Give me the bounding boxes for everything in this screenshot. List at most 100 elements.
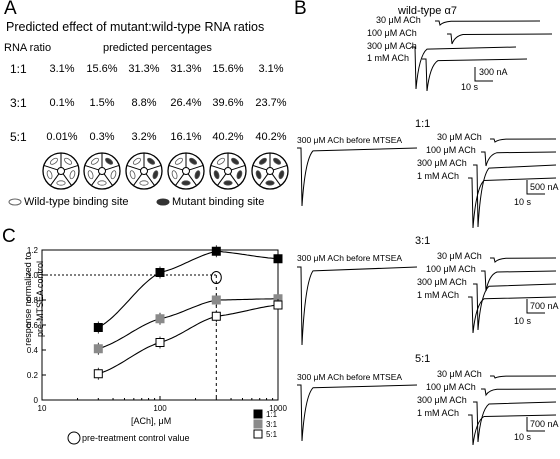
group-51-label-1000: 1 mM ACh bbox=[417, 408, 460, 418]
group-31-label-100: 100 μM ACh bbox=[426, 264, 476, 274]
percentage-cell: 31.3% bbox=[128, 63, 160, 75]
subunit-boundary bbox=[189, 164, 204, 171]
subunit-boundary bbox=[259, 173, 269, 186]
group-11-before-label: 300 μM ACh before MTSEA bbox=[297, 135, 403, 145]
mutant-binding-site bbox=[147, 157, 156, 165]
y-tick-label: 0 bbox=[34, 396, 39, 405]
data-point bbox=[155, 268, 165, 277]
subunit-boundary bbox=[187, 173, 197, 186]
y-tick-label: 0.2 bbox=[27, 371, 39, 380]
before-mtsea-trace bbox=[297, 384, 418, 442]
legend-mutant-symbol bbox=[156, 198, 170, 206]
wt-trace-1000 bbox=[422, 58, 528, 92]
rna-ratio-header: RNA ratio bbox=[4, 42, 52, 54]
fit-curve-51 bbox=[98, 304, 278, 375]
group-31-scale-time: 10 s bbox=[514, 316, 532, 326]
receptor-icon bbox=[209, 152, 247, 190]
mutant-binding-site bbox=[265, 180, 275, 186]
percentage-cell: 15.6% bbox=[212, 63, 244, 75]
legend-marker bbox=[253, 419, 263, 429]
control-legend-label: pre-treatment control value bbox=[82, 433, 190, 443]
wildtype-binding-site bbox=[216, 157, 225, 165]
fit-curve-11 bbox=[98, 250, 278, 328]
group-31-label-30: 30 μM ACh bbox=[437, 251, 482, 261]
percentage-cell: 0.1% bbox=[49, 97, 75, 109]
group-31-scale-current: 700 nA bbox=[530, 301, 559, 311]
scale-bar bbox=[526, 299, 545, 314]
receptor-icon bbox=[251, 152, 289, 190]
percentage-cell: 3.1% bbox=[258, 63, 284, 75]
trace-30 bbox=[490, 257, 557, 264]
wt-trace-100 bbox=[447, 33, 553, 45]
percentage-cell: 8.8% bbox=[131, 97, 157, 109]
trace-1000 bbox=[468, 414, 557, 446]
y-tick-label: 0.6 bbox=[27, 321, 39, 330]
percentage-cell: 40.2% bbox=[212, 131, 244, 143]
group-31-before-label: 300 μM ACh before MTSEA bbox=[297, 253, 403, 263]
subunit-boundary bbox=[133, 173, 143, 186]
percentage-cell: 39.6% bbox=[212, 97, 244, 109]
legend-marker bbox=[253, 429, 263, 439]
group-51-title: 5:1 bbox=[415, 353, 431, 365]
mutant-binding-site bbox=[255, 170, 262, 180]
subunit-boundary bbox=[147, 164, 162, 171]
subunit-boundary bbox=[168, 164, 183, 171]
wildtype-binding-site bbox=[171, 170, 178, 180]
wildtype-binding-site bbox=[49, 157, 58, 165]
wt-scale-time: 10 s bbox=[461, 82, 479, 92]
wildtype-binding-site bbox=[132, 157, 141, 165]
data-point bbox=[93, 344, 103, 354]
mutant-binding-site bbox=[273, 157, 282, 165]
percentage-cell: 3.2% bbox=[131, 131, 157, 143]
wildtype-a7-title: wild-type α7 bbox=[398, 5, 457, 17]
mutant-binding-site bbox=[223, 180, 233, 186]
mutant-binding-site bbox=[181, 180, 191, 186]
percentage-cell: 1.5% bbox=[89, 97, 115, 109]
percentage-cell: 40.2% bbox=[255, 131, 287, 143]
receptor-icon bbox=[83, 152, 121, 190]
group-31-label-1000: 1 mM ACh bbox=[417, 290, 460, 300]
y-tick-label: 0.4 bbox=[27, 346, 39, 355]
data-point bbox=[211, 246, 221, 256]
mutant-binding-site bbox=[236, 170, 243, 180]
receptor-icon bbox=[167, 152, 205, 190]
group-51-label-100: 100 μM ACh bbox=[426, 382, 476, 392]
x-axis-label: [ACh], μM bbox=[131, 416, 172, 426]
x-tick-label: 1000 bbox=[269, 404, 287, 413]
y-tick-label: 1.2 bbox=[27, 246, 39, 255]
y-tick-label: 1.0 bbox=[27, 271, 39, 280]
wildtype-binding-site bbox=[69, 170, 76, 180]
data-point bbox=[155, 338, 165, 347]
group-11-label-300: 300 μM ACh bbox=[417, 158, 467, 168]
trace-100 bbox=[481, 388, 557, 397]
group-51-scale-time: 10 s bbox=[514, 432, 532, 442]
mutant-binding-site bbox=[231, 157, 240, 165]
scale-bar bbox=[526, 417, 545, 432]
wt-scale-current: 300 nA bbox=[479, 67, 508, 77]
legend-mutant-label: Mutant binding site bbox=[172, 196, 265, 208]
subunit-boundary bbox=[91, 173, 101, 186]
subunit-boundary bbox=[271, 173, 281, 186]
before-mtsea-trace bbox=[297, 266, 418, 346]
y-axis-label-line1: response normalized to bbox=[23, 252, 33, 346]
mutant-binding-site bbox=[213, 170, 220, 180]
subunit-boundary bbox=[231, 164, 246, 171]
panel-b-letter: B bbox=[294, 0, 307, 19]
trace-1000 bbox=[468, 177, 557, 229]
panel-a-letter: A bbox=[4, 0, 17, 19]
percentage-cell: 15.6% bbox=[86, 63, 118, 75]
trace-300 bbox=[473, 283, 557, 331]
data-point bbox=[211, 295, 221, 305]
percentage-cell: 0.01% bbox=[46, 131, 78, 143]
ratio-label: 1:1 bbox=[10, 62, 27, 76]
wildtype-binding-site bbox=[129, 170, 136, 180]
control-point-marker bbox=[210, 271, 222, 284]
trace-1000 bbox=[468, 296, 557, 334]
panel-c-letter: C bbox=[2, 226, 16, 247]
group-11-label-1000: 1 mM ACh bbox=[417, 171, 460, 181]
group-11-scale-time: 10 s bbox=[514, 197, 532, 207]
subunit-boundary bbox=[62, 173, 72, 186]
wt-label-100: 100 μM ACh bbox=[367, 28, 417, 38]
legend-label: 5:1 bbox=[266, 430, 278, 439]
group-11-title: 1:1 bbox=[415, 118, 431, 130]
